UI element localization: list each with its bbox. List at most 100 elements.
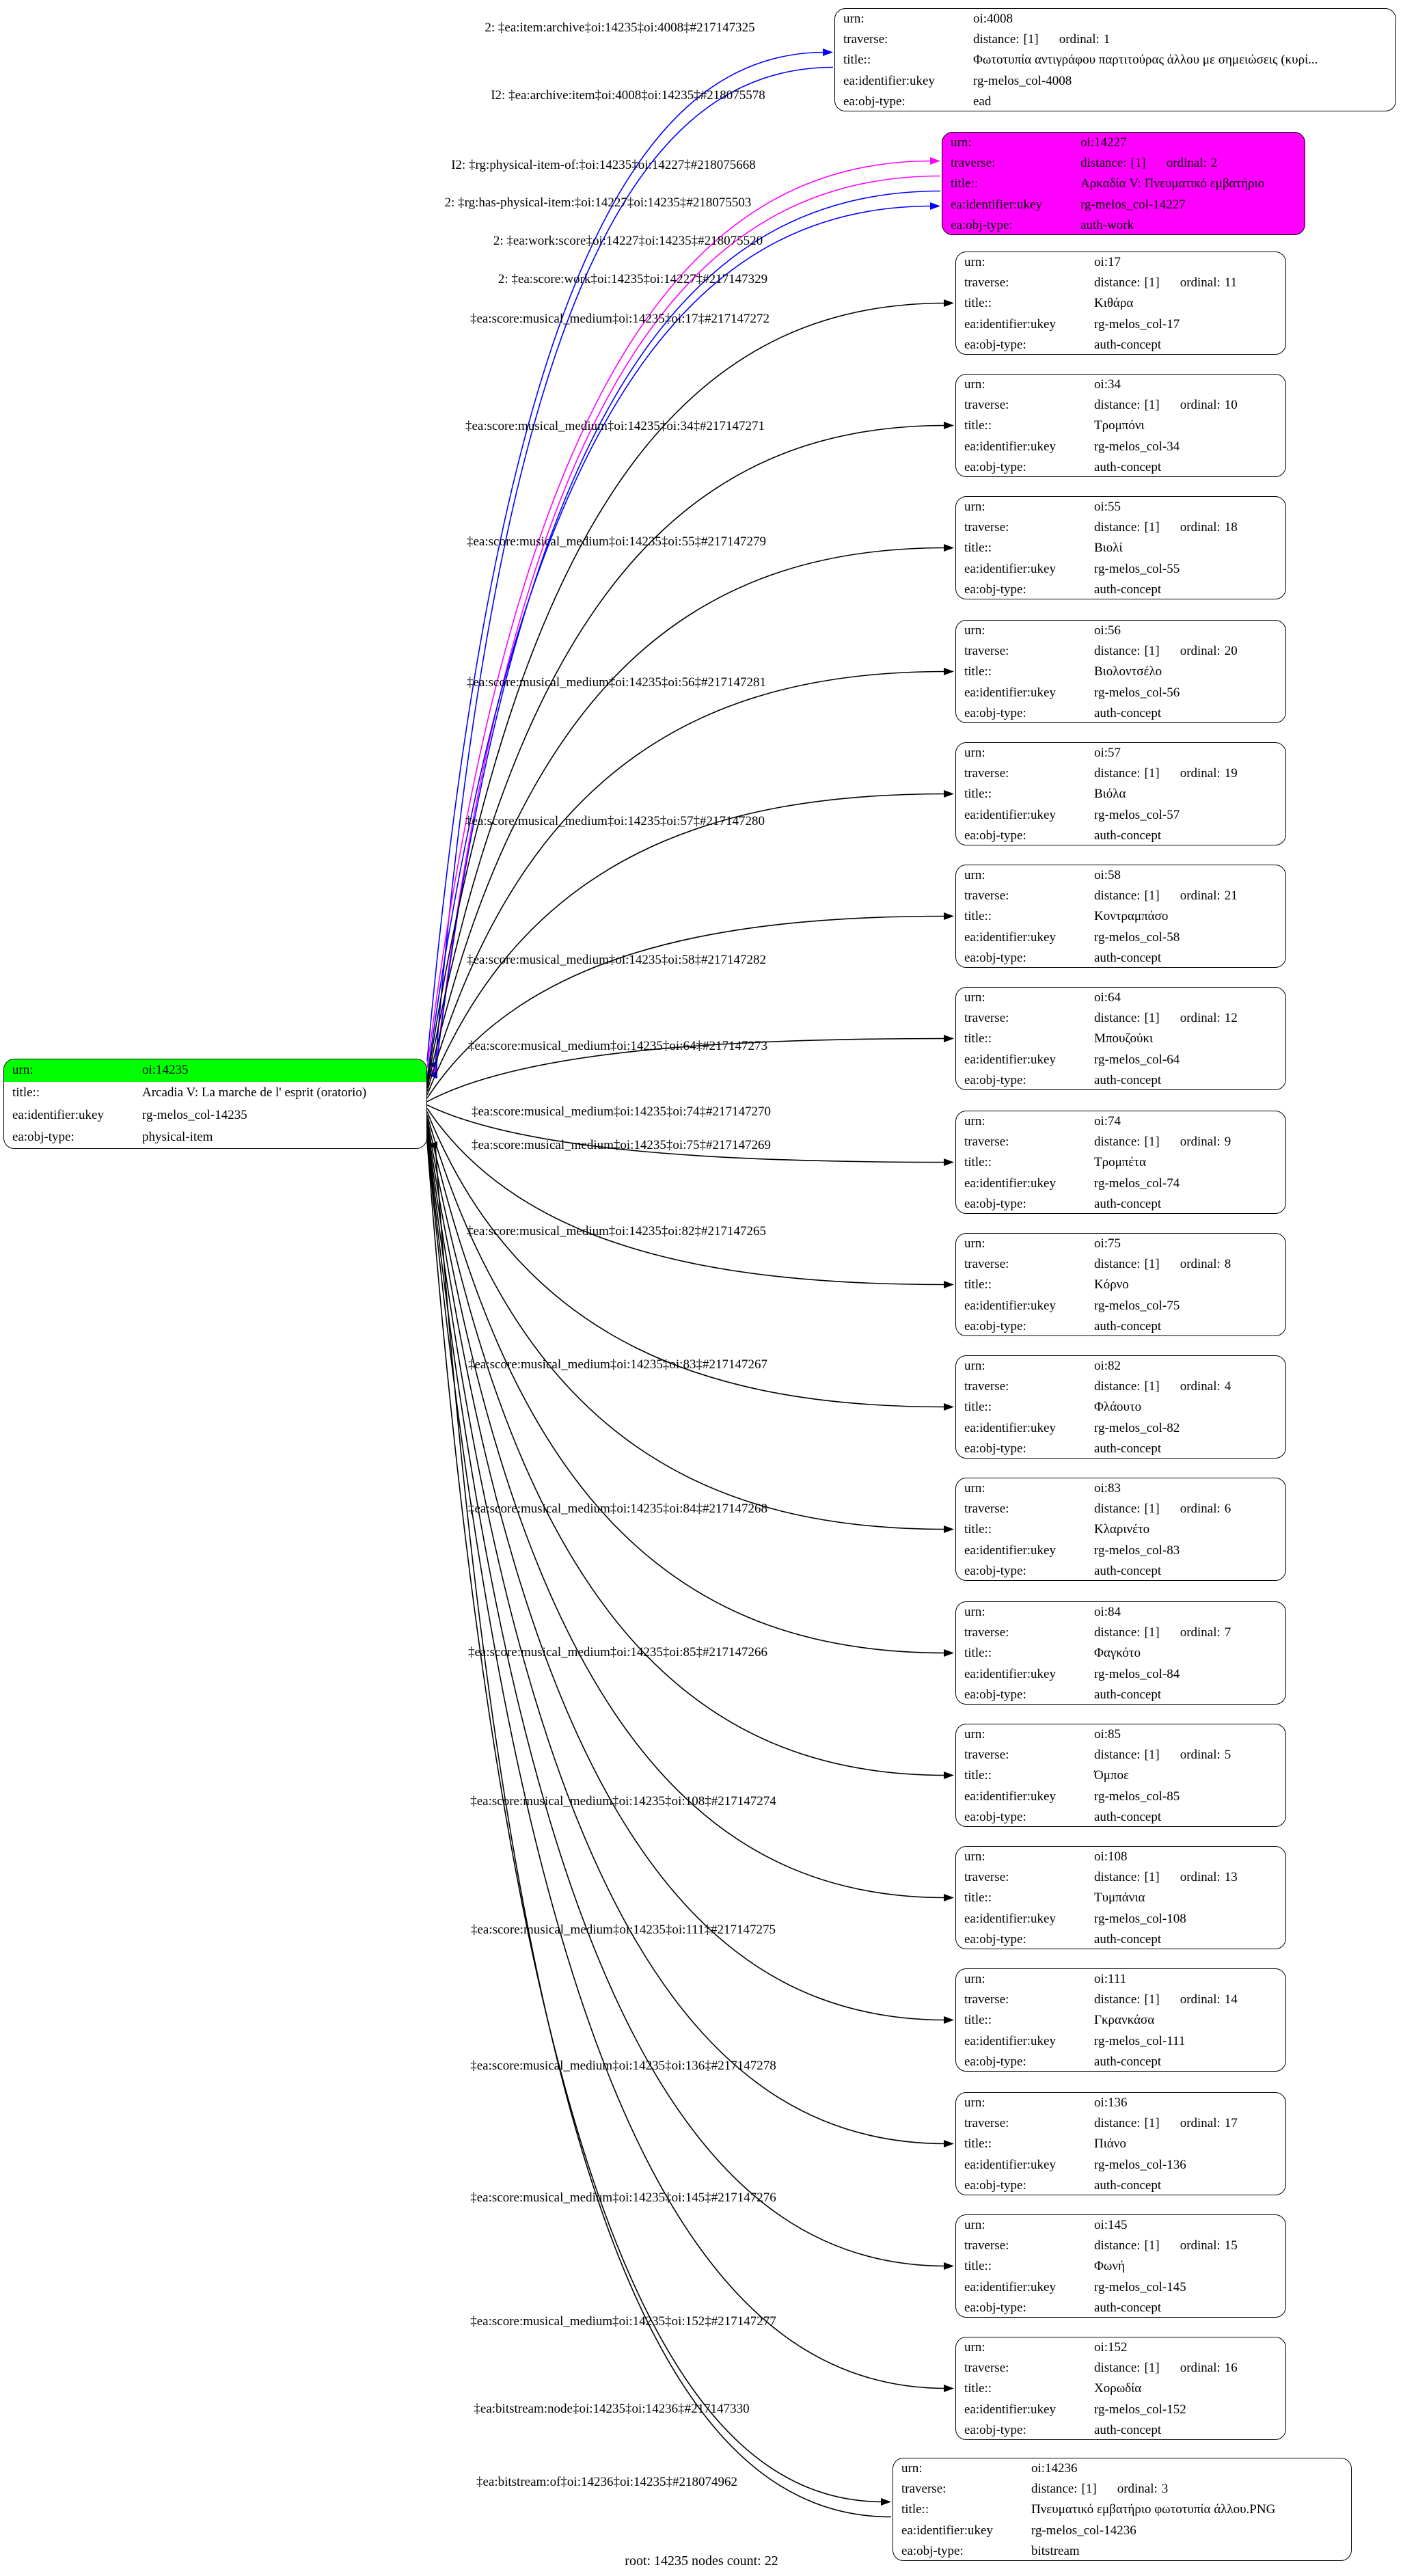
node-field-label: ea:identifier:ukey (964, 807, 1056, 822)
node-row: urn:oi:85 (956, 1724, 1285, 1745)
node-field-label: title:: (964, 418, 992, 433)
node-urn-value: oi:55 (1094, 500, 1121, 515)
edge-path (426, 547, 946, 1089)
node-title-value: Φωτοτυπία αντιγράφου παρτιτούρας άλλου μ… (973, 53, 1318, 68)
node-urn-value: oi:85 (1094, 1727, 1121, 1742)
edge-arrowhead (944, 544, 954, 552)
node-ukey-value: rg-melos_col-56 (1094, 685, 1180, 700)
node-title-value: Βιόλα (1094, 787, 1126, 802)
node-row: urn:oi:108 (956, 1847, 1285, 1867)
node-row: traverse:distance:[1]ordinal:2 (942, 153, 1305, 174)
node-field-value: oi:14236 (1029, 2461, 1351, 2476)
node-field-value: auth-concept (1091, 1073, 1285, 1088)
node-field-label: ea:identifier:ukey (964, 1543, 1056, 1558)
node-field-value: rg-melos_col-74 (1091, 1176, 1285, 1191)
node-objtype-value: auth-concept (1094, 2178, 1162, 2193)
node-field-label: urn: (964, 377, 985, 392)
edge-label: ‡ea:score:musical_medium‡oi:14235‡oi:56‡… (467, 675, 766, 690)
node-field-label: title:: (964, 1646, 992, 1661)
node-field-label: traverse: (964, 1625, 1009, 1640)
node-field-value: auth-concept (1091, 1197, 1285, 1212)
node-field-value: auth-work (1078, 218, 1305, 233)
node-row: urn:oi:64 (956, 988, 1285, 1008)
traverse-distance-value: [1] (1023, 32, 1039, 47)
node-field-label: ea:identifier:ukey (964, 2402, 1056, 2417)
edge-path (426, 1135, 946, 2267)
node-field-label: urn: (964, 2340, 985, 2355)
edge-arrowhead (944, 422, 954, 429)
node-row: title::Βιολοντσέλο (956, 662, 1285, 682)
node-row: title::Κόρνο (956, 1275, 1285, 1295)
edge-arrowhead (944, 1403, 954, 1411)
node-field-label: urn: (964, 2096, 985, 2111)
traverse-ordinal-label: ordinal: (1180, 398, 1221, 413)
node-field-value: oi:14235 (139, 1063, 426, 1078)
node-field-label: title:: (964, 2013, 992, 2028)
edge-path (426, 1038, 946, 1102)
node-field-value: Τρομπέτα (1091, 1155, 1285, 1170)
node-title-value: Τυμπάνια (1094, 1890, 1145, 1906)
node-field-label: title:: (964, 1522, 992, 1537)
node-field-label: title:: (951, 176, 979, 191)
node-field-label: urn: (964, 255, 985, 270)
edge-arrowhead (944, 299, 954, 307)
traverse-distance-value: [1] (1081, 2482, 1097, 2497)
node-field-value: auth-concept (1091, 828, 1285, 843)
node-ukey-value: rg-melos_col-58 (1094, 930, 1180, 945)
node-field-label: traverse: (964, 1748, 1009, 1763)
edge-label: ‡ea:score:musical_medium‡oi:14235‡oi:82‡… (467, 1224, 766, 1238)
node-field-label: traverse: (901, 2482, 946, 2497)
traverse-distance-value: [1] (1144, 1625, 1160, 1640)
node-field-value: physical-item (139, 1130, 426, 1145)
edge-arrowhead (944, 1649, 954, 1657)
node-urn-value: oi:84 (1094, 1605, 1121, 1620)
node-row: traverse:distance:[1]ordinal:19 (956, 763, 1285, 784)
edge-arrowhead (944, 1035, 954, 1042)
node-ukey-value: rg-melos_col-55 (1094, 561, 1180, 576)
traverse-ordinal-label: ordinal: (1180, 889, 1221, 904)
node-row: traverse:distance:[1]ordinal:15 (956, 2236, 1285, 2256)
node-title-value: Κλαρινέτο (1094, 1522, 1150, 1537)
node-row: title::Μπουζούκι (956, 1029, 1285, 1049)
node-field-value: oi:136 (1091, 2096, 1285, 2111)
node-row: traverse:distance:[1]ordinal:1 (835, 29, 1395, 50)
node-row: urn:oi:84 (956, 1602, 1285, 1623)
node-field-label: traverse: (964, 2238, 1009, 2253)
node-field-value: rg-melos_col-14235 (139, 1108, 426, 1123)
node-field-label: traverse: (951, 156, 996, 171)
node-field-label: title:: (843, 53, 871, 68)
node-row: ea:obj-type:auth-concept (956, 1316, 1285, 1336)
edge-label: ‡ea:score:musical_medium‡oi:14235‡oi:58‡… (467, 953, 766, 967)
node-field-label: ea:obj-type: (964, 1931, 1026, 1947)
node-field-label: ea:obj-type: (964, 2300, 1026, 2315)
node-ukey-value: rg-melos_col-74 (1094, 1176, 1180, 1191)
edge-arrowhead (881, 2498, 891, 2506)
node-title-value: Αρκαδία V: Πνευματικό εμβατήριο (1080, 176, 1265, 191)
node-field-value: Φωτοτυπία αντιγράφου παρτιτούρας άλλου μ… (970, 53, 1395, 68)
